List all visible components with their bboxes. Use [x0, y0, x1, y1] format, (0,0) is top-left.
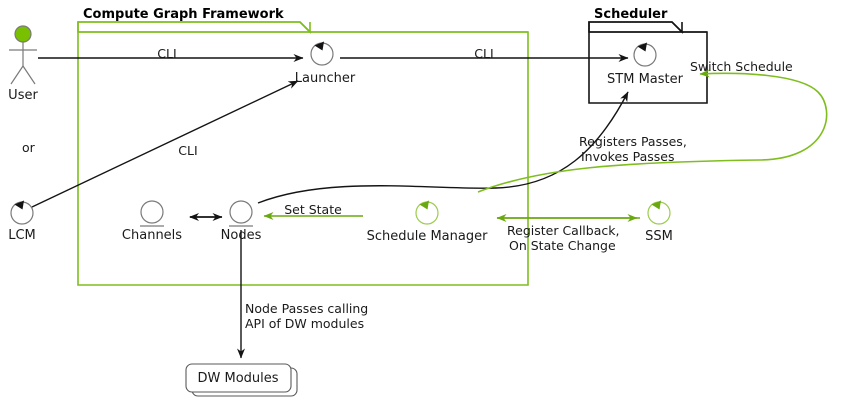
entity-icon-channels — [140, 200, 164, 227]
edge-label-register-callback-line1: Register Callback, — [507, 223, 620, 238]
edge-label-node-passes-line1: Node Passes calling — [245, 301, 369, 316]
element-label-user: User — [8, 88, 38, 103]
entity-icon-nodes — [229, 200, 253, 227]
control-icon-launcher — [310, 41, 334, 66]
package-scheduler — [588, 21, 708, 104]
element-label-channels: Channels — [121, 228, 183, 243]
element-label-stm-master: STM Master — [607, 72, 683, 87]
edge-label-switch-schedule: Switch Schedule — [690, 59, 793, 74]
edge-label-cli-lcm-launcher: CLI — [178, 143, 198, 158]
edge-nodes-to-stm-master — [257, 91, 629, 204]
control-icon-stm-master — [633, 42, 657, 67]
control-icon-schedule-manager — [415, 200, 439, 225]
element-label-lcm: LCM — [8, 228, 36, 243]
edge-label-registers-passes-line2: Invokes Passes — [581, 149, 675, 164]
actor-icon-user — [9, 25, 37, 85]
package-compute-graph-framework — [77, 21, 529, 286]
package-title-compute-graph-framework: Compute Graph Framework — [83, 7, 284, 22]
package-title-scheduler: Scheduler — [594, 7, 668, 22]
element-label-dw-modules: DW Modules — [197, 371, 279, 386]
edge-label-cli-user-launcher: CLI — [157, 46, 177, 61]
element-label-ssm: SSM — [645, 229, 673, 244]
element-label-schedule-manager: Schedule Manager — [366, 229, 488, 244]
collections-icon-dw-modules — [185, 363, 298, 397]
control-icon-lcm — [10, 200, 34, 225]
element-label-launcher: Launcher — [294, 71, 356, 86]
control-icon-ssm — [647, 200, 671, 225]
edge-label-set-state: Set State — [284, 202, 342, 217]
element-label-nodes: Nodes — [220, 228, 262, 243]
edge-label-cli-launcher-stm: CLI — [474, 46, 494, 61]
or-label: or — [22, 140, 35, 155]
edge-lcm-to-launcher — [31, 80, 299, 208]
edge-label-registers-passes-line1: Registers Passes, — [579, 134, 687, 149]
edge-label-register-callback-line2: On State Change — [509, 238, 616, 253]
edge-label-node-passes-line2: API of DW modules — [245, 316, 365, 331]
edge-ssm-to-stm-master — [477, 69, 828, 193]
